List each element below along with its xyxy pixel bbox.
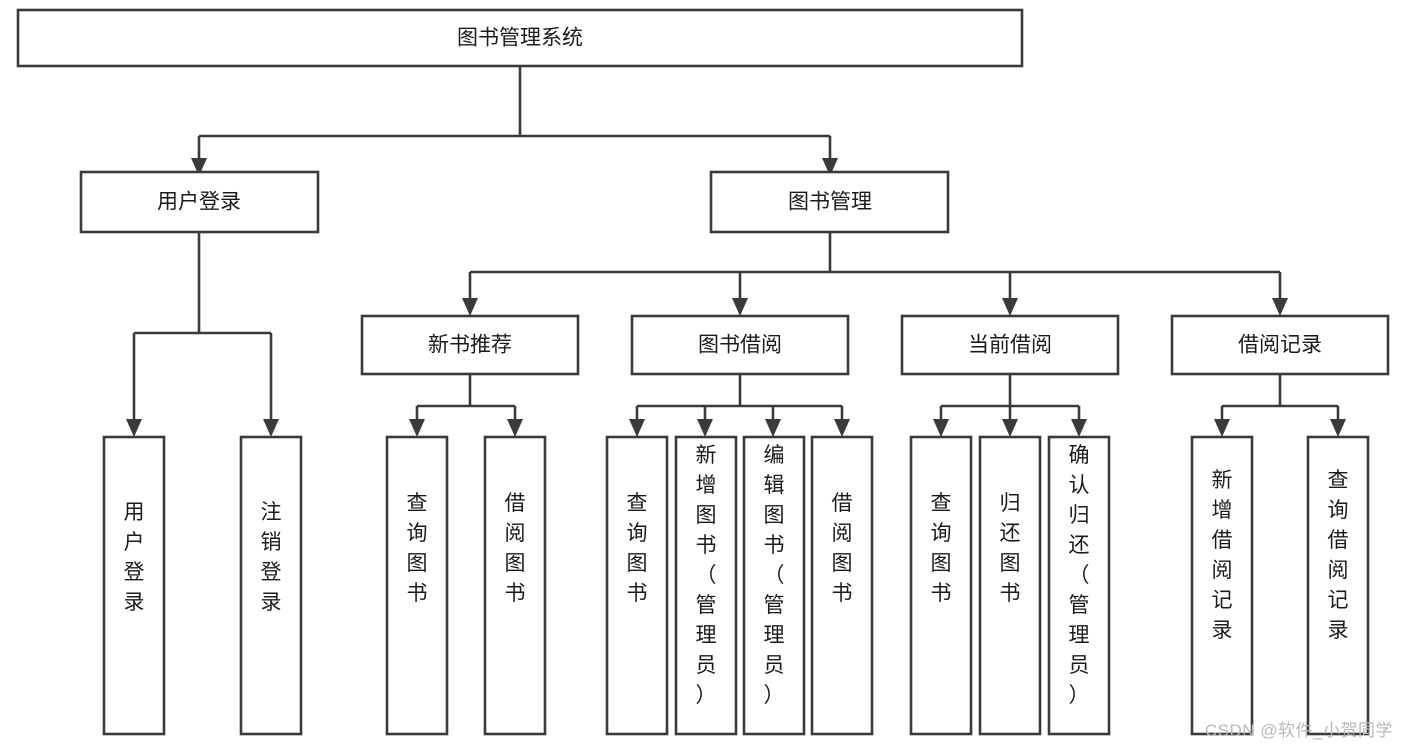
leaf-box-current-borrow-3[interactable] <box>1047 435 1111 736</box>
node-new-book-recommend[interactable]: 新书推荐 <box>360 314 580 376</box>
leaf-node[interactable]: 借阅图书 <box>483 435 547 736</box>
leaf-box-user-login-2[interactable] <box>239 435 303 736</box>
arrowhead-borrow-leaf4 <box>834 419 850 437</box>
arrowhead-borrow-leaf3 <box>765 419 781 437</box>
node-book-borrow-label: 图书借阅 <box>698 334 782 357</box>
arrowhead-records <box>1272 298 1288 316</box>
arrowhead-records-leaf1 <box>1214 419 1230 437</box>
leaf-label-user-login-2: 注销登录 <box>261 501 282 614</box>
arrowhead-borrow-leaf1 <box>629 419 645 437</box>
arrowhead-userlogin-leaf1 <box>126 419 142 437</box>
leaf-box-book-borrow-3[interactable] <box>742 435 806 736</box>
node-new-book-recommend-label: 新书推荐 <box>428 334 512 357</box>
node-current-borrow[interactable]: 当前借阅 <box>900 314 1120 376</box>
leaf-box-new-book-2[interactable] <box>483 435 547 736</box>
arrowhead-book-manage <box>822 158 838 176</box>
leaf-label-user-login-1: 用户登录 <box>124 501 145 614</box>
arrowhead-user-login <box>191 158 207 176</box>
leaf-box-borrow-records-1[interactable] <box>1190 435 1254 736</box>
leaf-label-borrow-records-1: 新增借阅记录 <box>1212 469 1233 642</box>
leaf-box-new-book-1[interactable] <box>385 435 449 736</box>
leaf-label-book-borrow-1: 查询图书 <box>627 492 648 605</box>
arrowhead-borrow <box>732 298 748 316</box>
arrowhead-borrow-leaf2 <box>697 419 713 437</box>
node-book-borrow[interactable]: 图书借阅 <box>630 314 850 376</box>
arrowhead-current-leaf3 <box>1071 419 1087 437</box>
leaf-node[interactable]: 查询借阅记录 <box>1306 435 1370 736</box>
leaf-label-new-book-2: 借阅图书 <box>505 492 526 605</box>
leaf-box-user-login-1[interactable] <box>102 435 166 736</box>
arrowhead-newbook <box>462 298 478 316</box>
node-current-borrow-label: 当前借阅 <box>968 334 1052 357</box>
node-borrow-records[interactable]: 借阅记录 <box>1170 314 1390 376</box>
leaf-box-current-borrow-1[interactable] <box>909 435 973 736</box>
node-borrow-records-box[interactable] <box>1170 314 1390 376</box>
leaf-node[interactable]: 查询图书 <box>385 435 449 736</box>
leaf-box-book-borrow-4[interactable] <box>810 435 874 736</box>
leaf-label-current-borrow-3: 确认归还（管理员） <box>1069 444 1090 707</box>
arrowhead-newbook-leaf2 <box>507 419 523 437</box>
leaf-node[interactable]: 新增借阅记录 <box>1190 435 1254 736</box>
node-current-borrow-box[interactable] <box>900 314 1120 376</box>
node-root-label: 图书管理系统 <box>457 27 583 50</box>
leaf-box-book-borrow-1[interactable] <box>605 435 669 736</box>
arrowhead-current-leaf2 <box>1002 419 1018 437</box>
arrowhead-records-leaf2 <box>1330 419 1346 437</box>
leaf-label-book-borrow-2: 新增图书（管理员） <box>696 444 717 707</box>
leaf-label-new-book-1: 查询图书 <box>407 492 428 605</box>
leaf-node[interactable]: 查询图书 <box>605 435 669 736</box>
arrowhead-current <box>1002 298 1018 316</box>
leaf-label-current-borrow-1: 查询图书 <box>931 492 952 605</box>
arrowhead-current-leaf1 <box>933 419 949 437</box>
leaf-box-book-borrow-2[interactable] <box>674 435 738 736</box>
leaf-node[interactable]: 注销登录 <box>239 435 303 736</box>
leaf-node[interactable]: 新增图书（管理员） <box>674 435 738 736</box>
node-book-manage[interactable]: 图书管理 <box>709 170 950 234</box>
node-book-borrow-box[interactable] <box>630 314 850 376</box>
leaf-label-book-borrow-3: 编辑图书（管理员） <box>764 444 785 707</box>
node-root-box[interactable] <box>16 8 1024 68</box>
connector-layer <box>126 66 1346 437</box>
leaf-box-borrow-records-2[interactable] <box>1306 435 1370 736</box>
node-user-login[interactable]: 用户登录 <box>79 170 320 234</box>
leaf-label-current-borrow-2: 归还图书 <box>1000 492 1021 605</box>
leaf-node[interactable]: 归还图书 <box>978 435 1042 736</box>
arrowhead-userlogin-leaf2 <box>263 419 279 437</box>
node-borrow-records-label: 借阅记录 <box>1238 334 1322 357</box>
node-user-login-box[interactable] <box>79 170 320 234</box>
csdn-watermark: CSDN @软件_小贺同学 <box>1204 721 1393 740</box>
node-book-manage-label: 图书管理 <box>788 191 872 214</box>
leaf-label-borrow-records-2: 查询借阅记录 <box>1328 469 1349 642</box>
leaf-label-book-borrow-4: 借阅图书 <box>832 492 853 605</box>
leaf-node[interactable]: 借阅图书 <box>810 435 874 736</box>
arrowhead-newbook-leaf1 <box>409 419 425 437</box>
node-root[interactable]: 图书管理系统 <box>16 8 1024 68</box>
leaf-node[interactable]: 用户登录 <box>102 435 166 736</box>
node-book-manage-box[interactable] <box>709 170 950 234</box>
node-new-book-recommend-box[interactable] <box>360 314 580 376</box>
node-user-login-label: 用户登录 <box>157 191 241 214</box>
leaf-box-current-borrow-2[interactable] <box>978 435 1042 736</box>
leaf-node[interactable]: 查询图书 <box>909 435 973 736</box>
leaf-node[interactable]: 确认归还（管理员） <box>1047 435 1111 736</box>
leaf-node[interactable]: 编辑图书（管理员） <box>742 435 806 736</box>
